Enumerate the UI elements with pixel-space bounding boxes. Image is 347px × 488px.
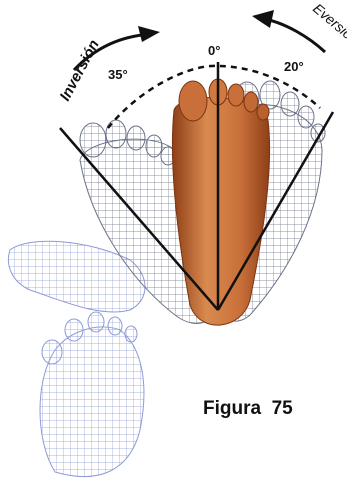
eversion-label: Eversión — [310, 0, 347, 47]
inversion-angle-label: 35° — [108, 67, 128, 82]
figure-caption: Figura 75 — [203, 398, 293, 420]
eversion-angle-label: 20° — [284, 59, 304, 74]
lower-wireframe-foot — [40, 312, 144, 477]
eversion-arrow — [252, 10, 325, 52]
zero-degree-label: 0° — [208, 43, 220, 58]
inversion-label: Inversión — [57, 37, 103, 104]
